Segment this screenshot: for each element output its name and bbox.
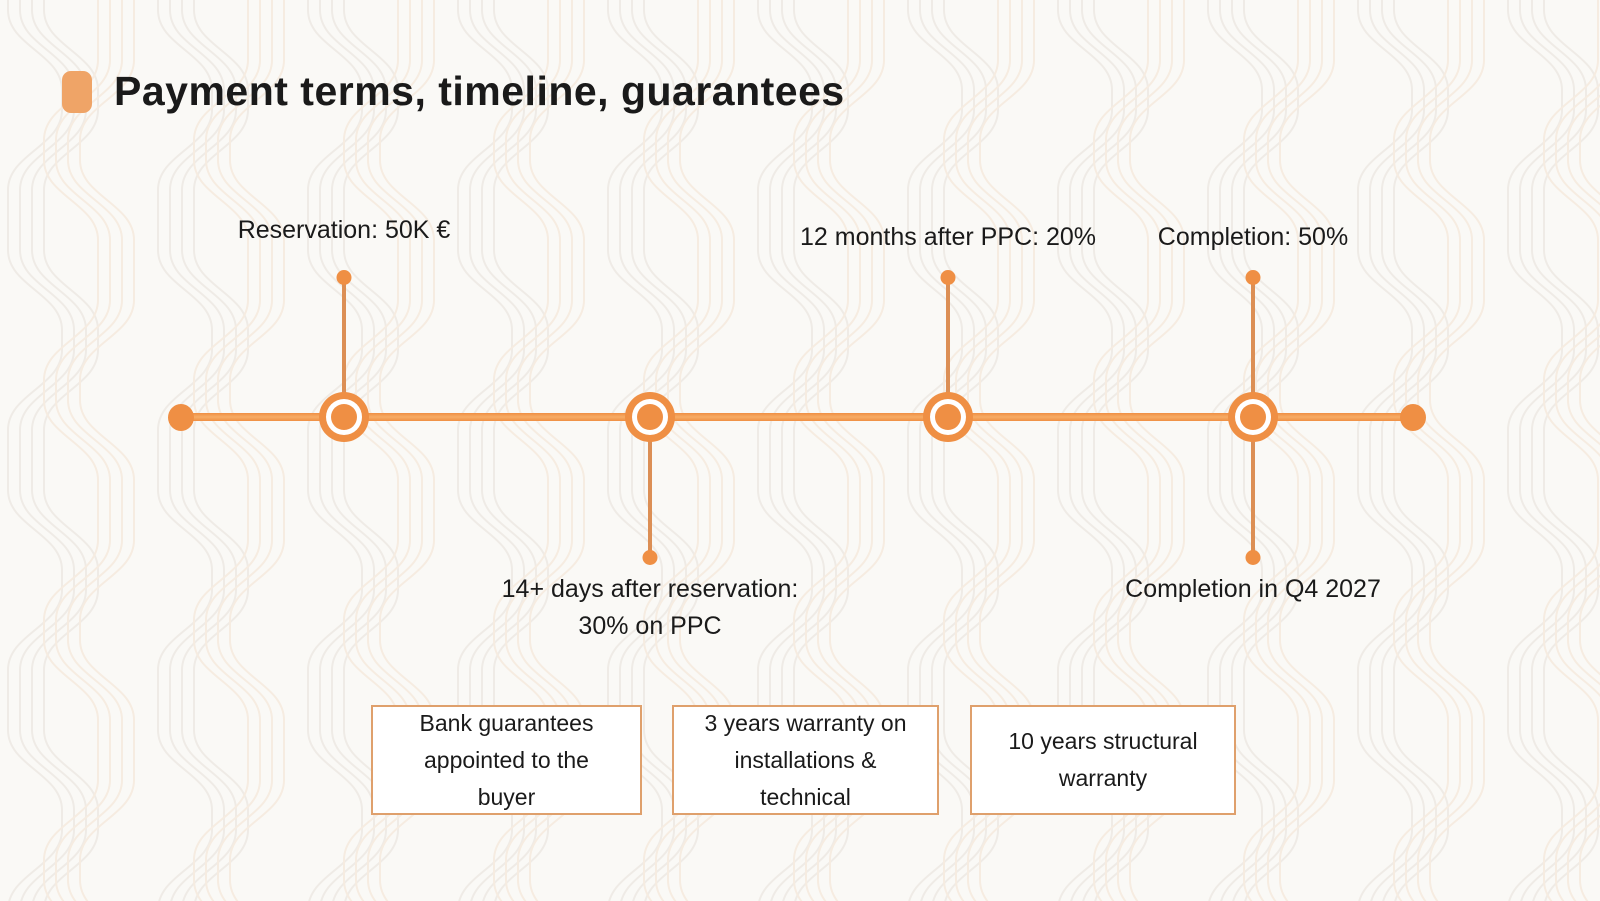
guarantee-box-installations-warranty: 3 years warranty on installations & tech… [672,705,939,815]
milestone-label-line: Completion in Q4 2027 [1125,575,1381,603]
timeline-axis [182,413,1412,421]
connector-line-down [1251,417,1255,557]
connector-line-up [946,277,950,417]
milestone-node [331,404,357,430]
milestone-label-line: 14+ days after reservation: [501,575,799,603]
milestone-node [637,404,663,430]
connector-dot-up [1245,270,1261,285]
guarantee-box-line: warranty [1058,765,1148,791]
timeline-start-dot [168,404,194,431]
guarantee-box-line: 10 years structural [1008,728,1198,754]
title-accent-bullet [62,70,92,113]
milestone-node [935,404,961,430]
milestone-label-line: Completion: 50% [1157,223,1349,251]
milestone-label-below: 14+ days after reservation: 30% on PPC [502,571,799,645]
guarantee-box-line: installations & [734,746,877,773]
milestone-label-below: Completion in Q4 2027 [1125,571,1381,608]
milestone-label-line: 12 months after PPC: 20% [800,223,1096,251]
guarantee-box-line: buyer [477,783,536,810]
connector-line-up [1251,277,1255,417]
milestone-label-line: 30% on PPC [578,612,722,640]
milestone-label-above: 12 months after PPC: 20% [800,219,1096,256]
slide-header: Payment terms, timeline, guarantees [62,68,845,115]
guarantee-box-line: appointed to the [424,746,589,773]
timeline-end-dot [1400,404,1426,431]
slide-title: Payment terms, timeline, guarantees [114,68,845,114]
guarantee-box-line: technical [760,783,851,810]
guarantee-box-line: Bank guarantees [419,709,594,736]
connector-dot-up [336,270,352,285]
milestone-node [1240,404,1266,430]
guarantee-box-structural-warranty: 10 years structural warranty [970,705,1236,815]
milestone-label-above: Reservation: 50K € [238,212,451,249]
guarantee-box-bank: Bank guarantees appointed to the buyer [371,705,642,815]
connector-dot-up [940,270,956,285]
connector-line-up [342,277,346,417]
milestone-label-above: Completion: 50% [1158,219,1348,256]
connector-dot-down [642,550,658,565]
milestone-label-line: Reservation: 50K € [237,216,451,244]
connector-dot-down [1245,550,1261,565]
guarantee-box-line: 3 years warranty on [704,709,907,736]
connector-line-down [648,417,652,557]
